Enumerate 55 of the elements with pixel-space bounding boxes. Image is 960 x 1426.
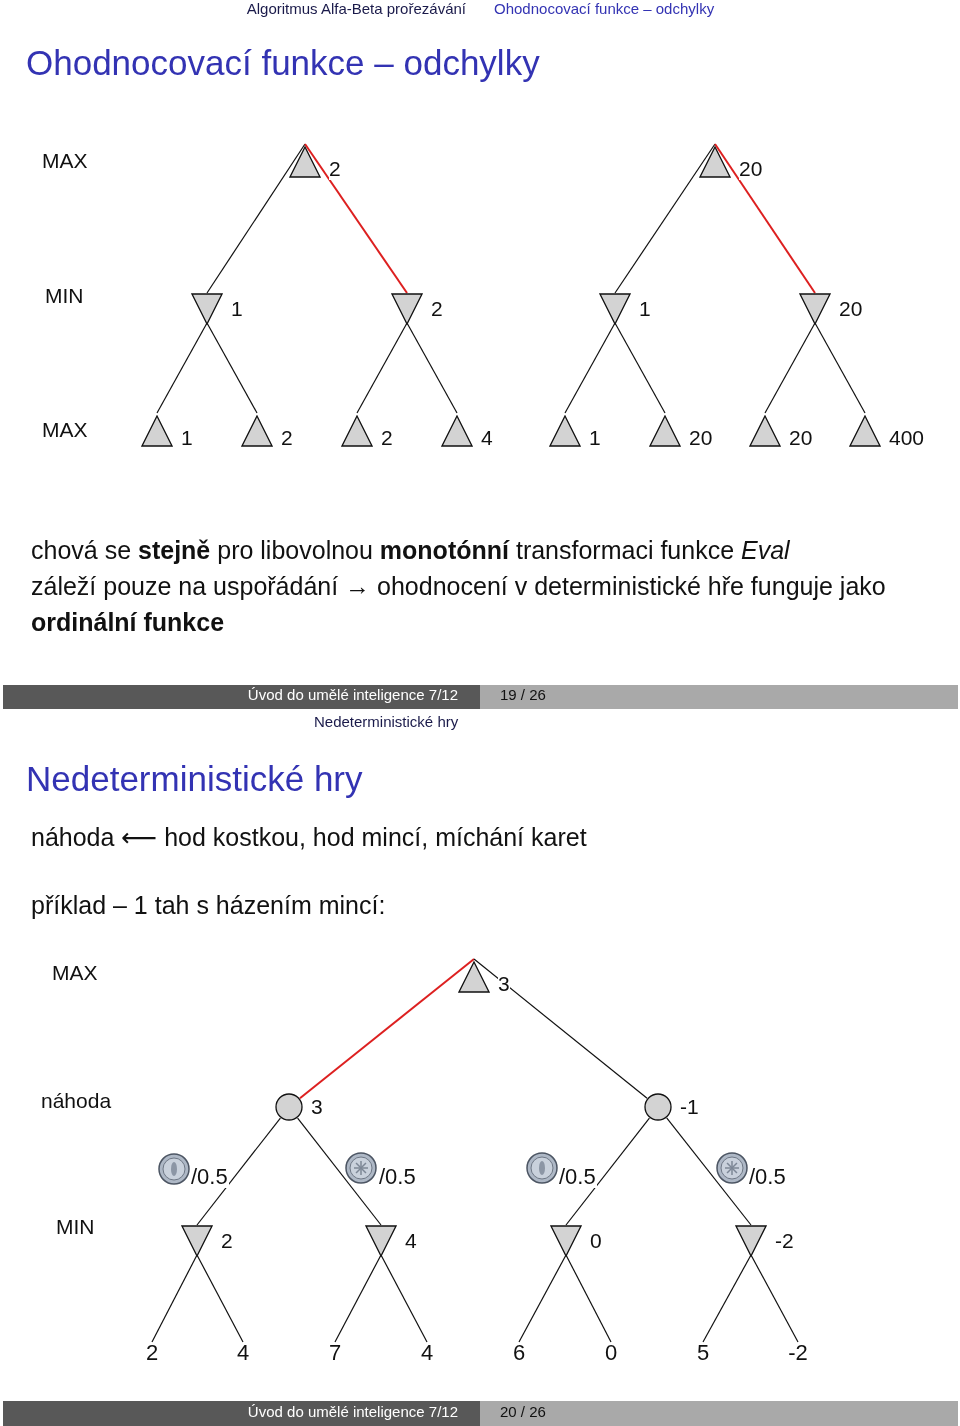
tree-edge	[614, 143, 716, 294]
tree-edge	[156, 322, 208, 414]
level-label: MIN	[56, 1214, 95, 1240]
leaf-value: 6	[512, 1340, 526, 1366]
slide-title: Ohodnocovací funkce – odchylky	[26, 42, 540, 84]
tree-edge	[304, 143, 408, 294]
edge-label: /0.5	[190, 1166, 229, 1188]
edge-label: /0.5	[558, 1166, 597, 1188]
tree-edge	[814, 322, 866, 414]
tree-edge	[206, 143, 306, 294]
leaf-value: 4	[236, 1340, 250, 1366]
tree-edge	[196, 1117, 281, 1226]
tree-edge	[764, 322, 816, 414]
tree-edge	[406, 322, 458, 414]
page-number: 19 / 26	[500, 686, 546, 704]
leaf-value: 7	[328, 1340, 342, 1366]
tree-edge	[565, 1254, 612, 1343]
tree-edge	[564, 322, 616, 414]
tree-edge	[714, 143, 816, 294]
footer-text: Úvod do umělé inteligence 7/12	[247, 686, 458, 704]
tree-edge	[206, 322, 258, 414]
header-text: Ohodnocovací funkce – odchylky	[494, 0, 715, 18]
tree-edge	[702, 1254, 752, 1343]
tree-edge	[518, 1254, 567, 1343]
level-label: MAX	[42, 148, 88, 174]
level-label: náhoda	[41, 1088, 112, 1114]
tree-edge	[750, 1254, 799, 1343]
leaf-value: 2	[145, 1340, 159, 1366]
body-text: záleží pouze na uspořádání → ohodnocení v deterministické hře funguje jako ordinální funkce	[31, 571, 887, 638]
leaf-value: 4	[420, 1340, 434, 1366]
level-label: MIN	[45, 283, 84, 309]
tree-edge	[473, 958, 648, 1099]
body-text: příklad – 1 tah s házením mincí:	[31, 890, 387, 921]
leaf-value: 0	[604, 1340, 618, 1366]
page-number: 20 / 26	[500, 1403, 546, 1421]
body-text: náhoda ⟵ hod kostkou, hod mincí, míchání karet	[31, 822, 588, 853]
tree-edge	[297, 1117, 382, 1226]
tree-edge	[356, 322, 408, 414]
tree-edge	[666, 1117, 752, 1226]
header-text: Nedeterministické hry	[314, 713, 459, 731]
slide-title: Nedeterministické hry	[26, 758, 363, 800]
tree-edge	[298, 958, 475, 1100]
body-text: chová se stejně pro libovolnou monotónní transformaci funkce Eval	[31, 535, 791, 566]
tree-edge	[380, 1254, 428, 1343]
tree-edge	[196, 1254, 244, 1343]
level-label: MAX	[52, 960, 98, 986]
level-label: MAX	[42, 417, 88, 443]
tree-edge	[334, 1254, 382, 1343]
tree-edge	[565, 1117, 650, 1226]
footer-text: Úvod do umělé inteligence 7/12	[247, 1403, 458, 1421]
tree-edge	[614, 322, 666, 414]
tree-edge	[151, 1254, 198, 1343]
header-text: Algoritmus Alfa-Beta prořezávání	[246, 0, 466, 18]
leaf-value: 5	[696, 1340, 710, 1366]
leaf-value: -2	[788, 1340, 808, 1366]
